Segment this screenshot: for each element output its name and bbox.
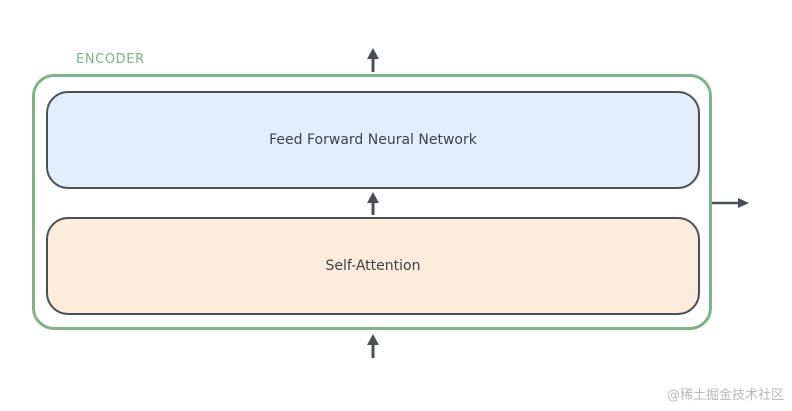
watermark-text: @稀土掘金技术社区 [666, 388, 784, 403]
arrow-output-right [712, 198, 749, 208]
feed-forward-label: Feed Forward Neural Network [269, 132, 477, 148]
encoder-label: ENCODER [76, 52, 145, 67]
self-attention-block: Self-Attention [46, 217, 700, 315]
arrow-input-bottom [367, 334, 379, 358]
arrow-output-top [367, 48, 379, 72]
feed-forward-block: Feed Forward Neural Network [46, 91, 700, 189]
arrow-between-layers [367, 192, 379, 215]
self-attention-label: Self-Attention [325, 258, 421, 274]
